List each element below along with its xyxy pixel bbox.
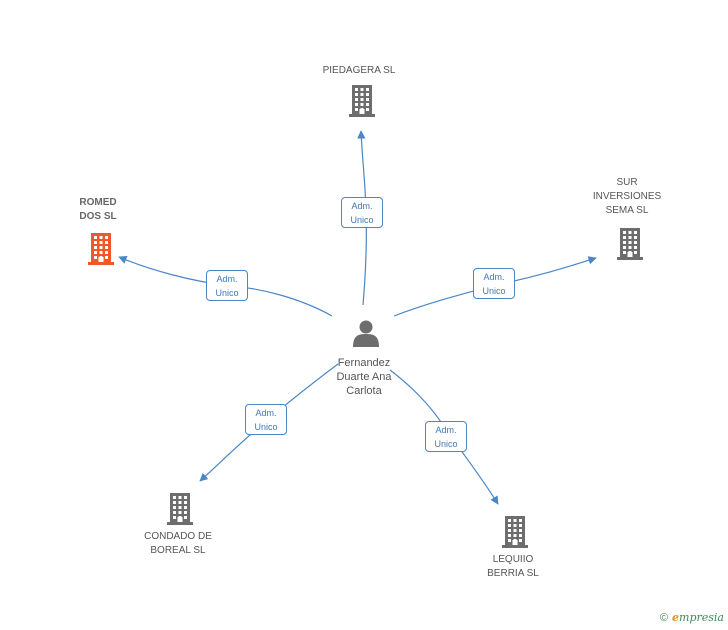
- company-name-romed[interactable]: ROMED DOS SL: [79, 197, 117, 222]
- building-icon[interactable]: [88, 233, 114, 265]
- edge-label-piedagera[interactable]: Adm. Unico: [341, 197, 383, 228]
- edge-label-role: Adm.: [255, 408, 277, 418]
- edge-label-romed[interactable]: Adm. Unico: [206, 270, 248, 301]
- edge-label-role: Adm.: [216, 274, 238, 284]
- building-icon[interactable]: [167, 493, 193, 525]
- edge-label-type: Unico: [350, 215, 374, 225]
- company-name-lequiio[interactable]: LEQUIIO BERRIA SL: [487, 554, 539, 579]
- edge-label-role: Adm.: [435, 425, 457, 435]
- person-name[interactable]: Fernandez Duarte Ana Carlota: [336, 357, 392, 397]
- copyright-symbol: ©: [659, 612, 669, 624]
- edge-label-type: Unico: [482, 286, 506, 296]
- person-icon[interactable]: [353, 320, 379, 348]
- building-icon[interactable]: [502, 516, 528, 548]
- building-icon[interactable]: [349, 85, 375, 117]
- footer-brand[interactable]: ©empresia: [660, 611, 724, 624]
- edge-label-condado[interactable]: Adm. Unico: [245, 404, 287, 435]
- edge-label-type: Unico: [434, 439, 458, 449]
- edge-label-type: Unico: [254, 422, 278, 432]
- company-name-condado[interactable]: CONDADO DE BOREAL SL: [144, 531, 212, 556]
- edge-label-role: Adm.: [351, 201, 373, 211]
- company-name-piedagera[interactable]: PIEDAGERA SL: [322, 65, 396, 76]
- edge-label-type: Unico: [215, 288, 239, 298]
- brand-name: mpresia: [679, 611, 724, 624]
- edge-label-role: Adm.: [483, 272, 505, 282]
- edge-label-lequiio[interactable]: Adm. Unico: [425, 421, 467, 452]
- edge-label-sur[interactable]: Adm. Unico: [473, 268, 515, 299]
- company-name-sur[interactable]: SUR INVERSIONES SEMA SL: [592, 177, 662, 216]
- brand-initial: e: [672, 611, 680, 624]
- building-icon[interactable]: [617, 228, 643, 260]
